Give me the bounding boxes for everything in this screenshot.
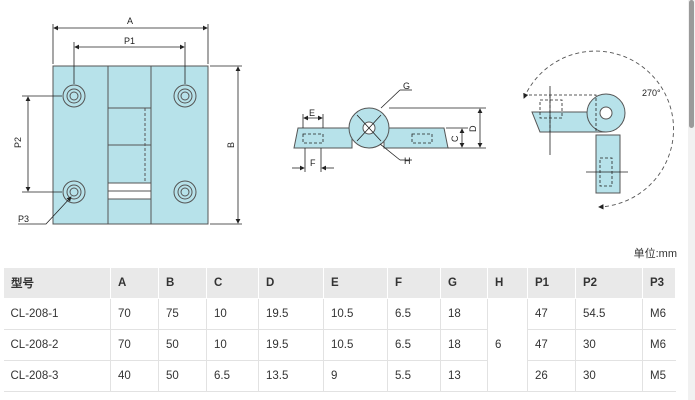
cell-a: 70 xyxy=(110,298,159,330)
knuckle-upper-mid xyxy=(107,107,152,146)
cell-p2: 30 xyxy=(575,360,643,392)
cell-b: 50 xyxy=(158,360,207,392)
side-dimensions xyxy=(292,89,486,172)
rotation-view xyxy=(523,50,674,210)
header-e: E xyxy=(323,267,388,299)
dim-label-p2: P2 xyxy=(13,137,23,148)
cell-d: 19.5 xyxy=(258,329,324,361)
cell-p1: 47 xyxy=(527,298,576,330)
cell-c: 10 xyxy=(206,298,259,330)
rotation-vertical-leaf xyxy=(595,134,621,194)
cell-f: 6.5 xyxy=(387,329,441,361)
header-g: G xyxy=(440,267,488,299)
knuckle-top xyxy=(107,65,152,109)
header-p1: P1 xyxy=(527,267,576,299)
cell-p1: 47 xyxy=(527,329,576,361)
header-f: F xyxy=(387,267,441,299)
spec-table: 型号 A B C D E F G H P1 P2 P3 CL-208-1 70 … xyxy=(3,267,676,392)
knuckle-bottom xyxy=(107,198,152,225)
cell-f: 5.5 xyxy=(387,360,441,392)
side-hidden-lines xyxy=(302,133,433,144)
dim-label-h: H xyxy=(404,156,411,166)
dim-label-a: A xyxy=(127,16,133,26)
cell-p1: 26 xyxy=(527,360,576,392)
table-header-row: 型号 A B C D E F G H P1 P2 P3 xyxy=(3,267,676,299)
front-dimensions xyxy=(18,24,242,225)
dim-label-b: B xyxy=(226,142,236,148)
side-view xyxy=(293,107,449,149)
cell-e: 10.5 xyxy=(323,298,388,330)
cell-b: 75 xyxy=(158,298,207,330)
header-h: H xyxy=(487,267,528,299)
cell-p2: 54.5 xyxy=(575,298,643,330)
header-p2: P2 xyxy=(575,267,643,299)
cell-d: 13.5 xyxy=(258,360,324,392)
header-d: D xyxy=(258,267,324,299)
dim-label-e: E xyxy=(309,108,315,118)
dim-label-p1: P1 xyxy=(124,36,135,46)
side-right-leaf xyxy=(383,127,449,149)
rotation-arc xyxy=(523,50,674,210)
mounting-hole-tl xyxy=(62,84,86,108)
cell-c: 6.5 xyxy=(206,360,259,392)
cell-p3: M5 xyxy=(642,360,676,392)
cell-a: 40 xyxy=(110,360,159,392)
table-row: CL-208-3 40 50 6.5 13.5 9 5.5 13 26 30 M… xyxy=(3,360,676,392)
scrollbar-track[interactable] xyxy=(688,0,695,400)
cell-p2: 30 xyxy=(575,329,643,361)
header-p3: P3 xyxy=(642,267,676,299)
cell-model: CL-208-3 xyxy=(3,360,111,392)
dim-label-p3: P3 xyxy=(18,214,29,224)
cell-a: 70 xyxy=(110,329,159,361)
dim-label-g: G xyxy=(403,81,410,91)
cell-g: 18 xyxy=(440,329,488,361)
cell-b: 50 xyxy=(158,329,207,361)
right-leaf xyxy=(150,65,209,225)
table-row: CL-208-2 70 50 10 19.5 10.5 6.5 18 47 30… xyxy=(3,329,676,361)
scrollbar-thumb[interactable] xyxy=(689,0,694,128)
cell-p3: M6 xyxy=(642,329,676,361)
table-row: CL-208-1 70 75 10 19.5 10.5 6.5 18 6 47 … xyxy=(3,298,676,392)
cell-f: 6.5 xyxy=(387,298,441,330)
cell-model: CL-208-2 xyxy=(3,329,111,361)
cell-c: 10 xyxy=(206,329,259,361)
dim-label-c: C xyxy=(450,135,460,142)
mounting-hole-tr xyxy=(173,84,197,108)
front-view xyxy=(52,65,209,225)
mounting-hole-bl xyxy=(62,180,86,204)
rotation-angle-label: 270° xyxy=(642,88,661,98)
cell-h: 6 xyxy=(487,298,528,392)
cell-model: CL-208-1 xyxy=(3,298,111,330)
side-left-leaf xyxy=(293,127,353,149)
dim-label-f: F xyxy=(310,158,316,168)
header-c: C xyxy=(206,267,259,299)
cell-g: 13 xyxy=(440,360,488,392)
header-a: A xyxy=(110,267,159,299)
mounting-hole-br xyxy=(173,180,197,204)
cell-e: 10.5 xyxy=(323,329,388,361)
cell-d: 19.5 xyxy=(258,298,324,330)
hinge-technical-drawing: A P1 P2 B P3 G E F C D H xyxy=(13,16,674,225)
unit-label: 单位:mm xyxy=(633,248,677,260)
header-model: 型号 xyxy=(3,267,111,299)
cell-p3: M6 xyxy=(642,298,676,330)
dim-label-d: D xyxy=(468,125,478,132)
cell-g: 18 xyxy=(440,298,488,330)
header-b: B xyxy=(158,267,207,299)
cell-e: 9 xyxy=(323,360,388,392)
